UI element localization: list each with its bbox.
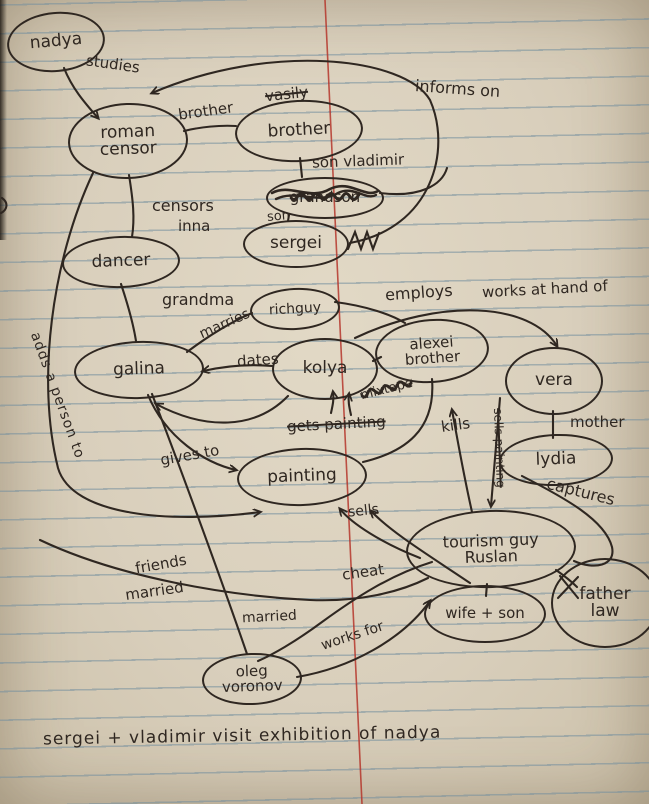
node-ruslan-label: tourism guy Ruslan <box>442 529 539 567</box>
node-sergei-label: sergei <box>270 233 322 254</box>
node-galina-label: galina <box>112 358 166 381</box>
node-roman-censor-label: roman censor <box>99 120 158 160</box>
node-alexei-brother-label: alexei brother <box>404 332 461 369</box>
node-kolya: kolya <box>272 338 378 400</box>
node-oleg-voronov-label: oleg voronov <box>221 661 283 697</box>
node-grandson-crossed-out: grandson <box>266 177 384 219</box>
node-sergei: sergei <box>243 220 349 268</box>
edge-label-sells-painting: sells painting <box>491 408 508 488</box>
photo-edge-shadow <box>0 0 7 240</box>
edge-label-grandma: grandma <box>162 290 235 309</box>
edge-label-dates: dates <box>236 349 280 371</box>
edge-label-sells: sells <box>347 501 380 521</box>
edge-label-mother: mother <box>570 413 625 431</box>
margin-line <box>324 0 363 804</box>
node-wife-and-son: wife + son <box>424 585 546 643</box>
edge-label-censors: censors <box>152 196 214 215</box>
edge-label-married: married <box>241 607 298 627</box>
edge-label-son-vladimir: son vladimir <box>311 150 405 172</box>
node-father-law-label: father law <box>579 583 631 621</box>
node-nadya-label: nadya <box>28 29 83 54</box>
node-lydia-label: lydia <box>535 448 577 471</box>
edge-label-inna: inna <box>178 217 211 235</box>
node-vera-label: vera <box>535 370 573 391</box>
node-dancer-label: dancer <box>91 250 151 273</box>
node-brother-label: brother <box>267 118 331 142</box>
node-vera: vera <box>505 347 603 415</box>
node-father-law: father law <box>551 558 649 648</box>
node-wife-son-label: wife + son <box>445 604 525 623</box>
node-painting-label: painting <box>266 465 338 488</box>
node-grandson-label: grandson <box>289 188 361 207</box>
node-kolya-label: kolya <box>302 358 348 379</box>
edge-label-son: son <box>266 208 291 225</box>
node-richguy-label: richguy <box>268 299 322 319</box>
